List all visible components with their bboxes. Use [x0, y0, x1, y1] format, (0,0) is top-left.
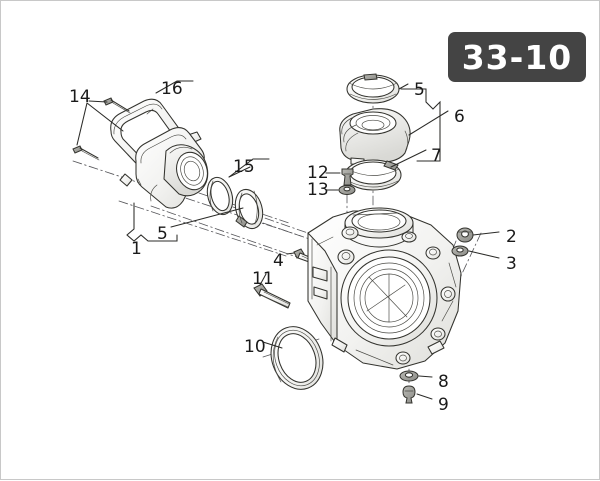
callout-13: 13 — [307, 180, 329, 200]
washer-upper — [451, 245, 469, 257]
throttle-body-housing — [307, 207, 462, 370]
callout-1: 1 — [131, 239, 142, 259]
callout-7: 7 — [431, 146, 442, 166]
drain-washer — [399, 370, 419, 382]
callout-14: 14 — [69, 87, 91, 107]
callout-4: 4 — [273, 251, 284, 271]
leader-lines — [76, 80, 500, 400]
hose-clamp-lower — [344, 159, 402, 191]
seal-ring — [206, 176, 234, 216]
hose-clamp-upper — [346, 73, 400, 104]
callout-10: 10 — [244, 337, 266, 357]
callout-11: 11 — [252, 269, 274, 289]
flange-screw-upper — [103, 97, 131, 114]
hose-clamp-left — [234, 188, 264, 230]
callout-6: 6 — [454, 107, 465, 127]
fitting-washer — [338, 185, 356, 195]
group-6-bracket — [400, 88, 441, 162]
page-number-badge: 33-10 — [448, 32, 586, 82]
callout-8: 8 — [438, 372, 449, 392]
page-number-text: 33-10 — [461, 37, 573, 77]
flange-screw-lower — [72, 145, 100, 161]
group-1-bracket — [126, 202, 178, 242]
callout-2: 2 — [506, 227, 517, 247]
callout-9: 9 — [438, 395, 449, 415]
callout-5-upper: 5 — [414, 80, 425, 100]
airbox-body — [135, 127, 209, 209]
rubber-boot — [339, 108, 411, 166]
callout-16: 16 — [161, 79, 183, 99]
breather-fitting — [341, 168, 354, 186]
callout-12: 12 — [307, 163, 329, 183]
drain-plug — [402, 385, 416, 404]
long-bolt — [253, 283, 291, 309]
flange-screws — [72, 97, 131, 161]
large-o-ring — [270, 326, 324, 390]
callout-3: 3 — [506, 254, 517, 274]
callout-15: 15 — [233, 157, 255, 177]
nut-upper — [456, 227, 474, 243]
callout-5-left: 5 — [157, 224, 168, 244]
